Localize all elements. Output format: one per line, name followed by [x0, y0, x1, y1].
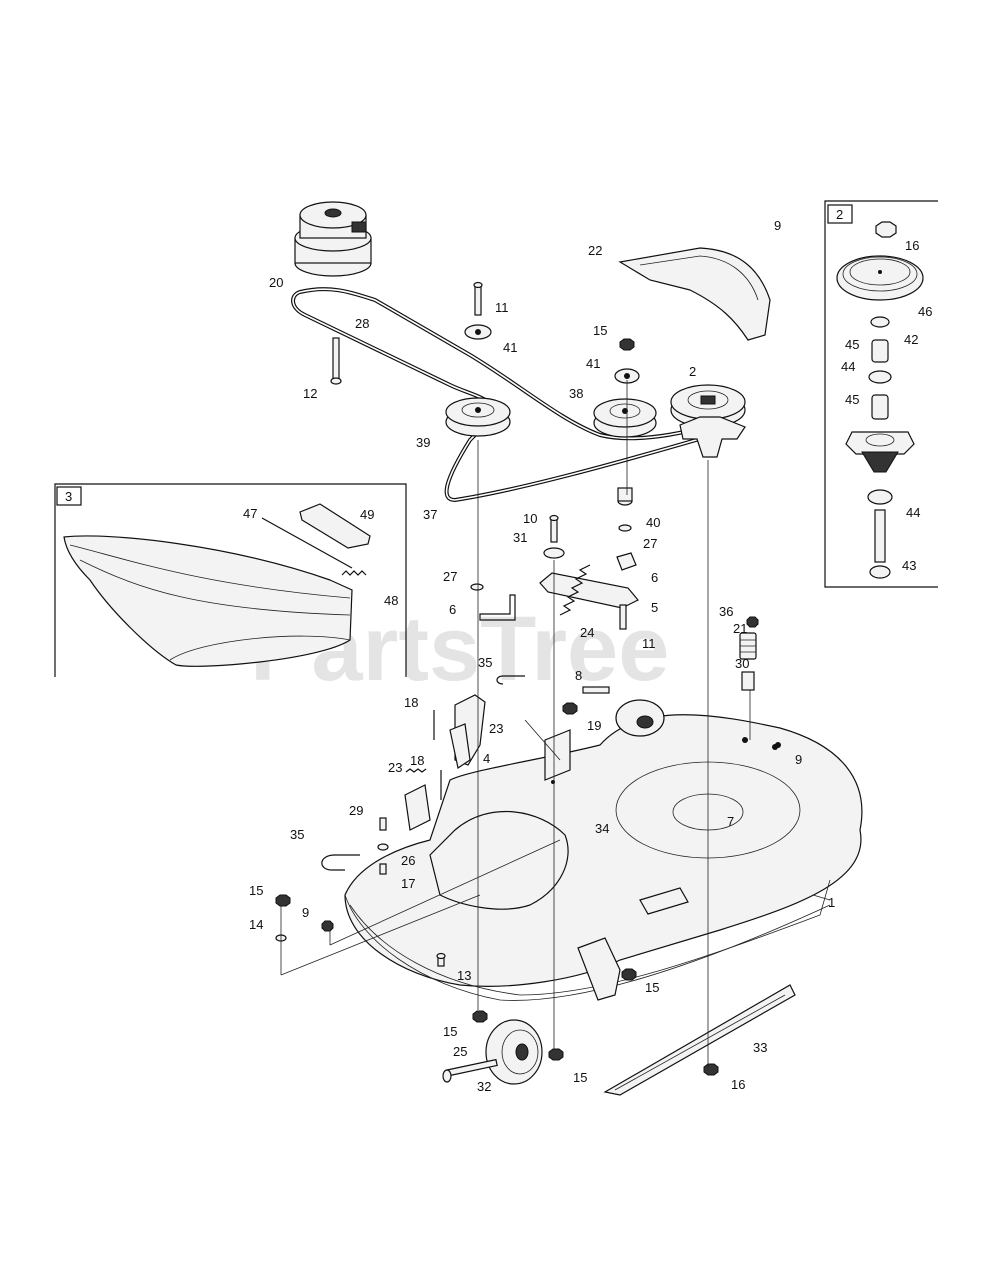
- callout-33: 33: [753, 1040, 767, 1055]
- callout-49: 49: [360, 507, 374, 522]
- callout-11-top: 11: [495, 300, 509, 315]
- callout-29: 29: [349, 803, 363, 818]
- callout-39: 39: [416, 435, 430, 450]
- callout-47: 47: [243, 506, 257, 521]
- callout-9-top: 9: [774, 218, 781, 233]
- callout-27-right: 27: [643, 536, 657, 551]
- callout-43: 43: [902, 558, 916, 573]
- callout-44-lower: 44: [906, 505, 920, 520]
- callout-2: 2: [689, 364, 696, 379]
- callout-20: 20: [269, 275, 283, 290]
- callout-10: 10: [523, 511, 537, 526]
- callout-4: 4: [483, 751, 490, 766]
- callout-35-lower: 35: [290, 827, 304, 842]
- callout-45-upper: 45: [845, 337, 859, 352]
- callout-19: 19: [587, 718, 601, 733]
- callout-48: 48: [384, 593, 398, 608]
- callout-46: 46: [918, 304, 932, 319]
- callout-9-right: 9: [795, 752, 802, 767]
- callout-6-left: 6: [449, 602, 456, 617]
- callout-6-right: 6: [651, 570, 658, 585]
- callout-1: 1: [828, 895, 835, 910]
- callout-17: 17: [401, 876, 415, 891]
- callout-13: 13: [457, 968, 471, 983]
- callout-14: 14: [249, 917, 263, 932]
- callout-36: 36: [719, 604, 733, 619]
- callout-34: 34: [595, 821, 609, 836]
- callout-18-upper: 18: [404, 695, 418, 710]
- callout-22: 22: [588, 243, 602, 258]
- callout-31: 31: [513, 530, 527, 545]
- inset-3-mulch-kit: 3: [54, 483, 407, 677]
- inset-2-label: 2: [836, 207, 843, 222]
- callout-41-left: 41: [503, 340, 517, 355]
- callout-numbers: 1 2 4 5 6 6 7 8 9 9 9 10 11 11 12 13 14 …: [243, 218, 932, 1094]
- callout-27-left: 27: [443, 569, 457, 584]
- callout-30: 30: [735, 656, 749, 671]
- callout-15-bottom: 15: [573, 1070, 587, 1085]
- callout-16-inset: 16: [905, 238, 919, 253]
- inset-3-label: 3: [65, 489, 72, 504]
- deck-hardware-bottom: [442, 937, 796, 1096]
- callout-32: 32: [477, 1079, 491, 1094]
- callout-26: 26: [401, 853, 415, 868]
- callout-15-top: 15: [593, 323, 607, 338]
- callout-12: 12: [303, 386, 317, 401]
- callout-37: 37: [423, 507, 437, 522]
- leader-lines: [280, 380, 831, 1068]
- callout-44-upper: 44: [841, 359, 855, 374]
- callout-11-lower: 11: [642, 636, 656, 651]
- callout-8: 8: [575, 668, 582, 683]
- callout-45-lower: 45: [845, 392, 859, 407]
- callout-38: 38: [569, 386, 583, 401]
- callout-16-blade: 16: [731, 1077, 745, 1092]
- idler-arm-assembly: [470, 487, 639, 715]
- inset-2-spindle: 2: [824, 200, 938, 588]
- callout-41-right: 41: [586, 356, 600, 371]
- callout-24: 24: [580, 625, 594, 640]
- callout-15-bottom-left: 15: [443, 1024, 457, 1039]
- callout-5: 5: [651, 600, 658, 615]
- callout-35-upper: 35: [478, 655, 492, 670]
- callout-23-upper: 23: [489, 721, 503, 736]
- callout-25: 25: [453, 1044, 467, 1059]
- callout-15-right: 15: [645, 980, 659, 995]
- mower-deck: [344, 699, 863, 1001]
- drive-assembly: [291, 201, 771, 503]
- callout-42: 42: [904, 332, 918, 347]
- callout-40: 40: [646, 515, 660, 530]
- callout-7: 7: [727, 814, 734, 829]
- deck-hardware-left: [275, 694, 486, 967]
- callout-18-lower: 18: [410, 753, 424, 768]
- callout-21: 21: [733, 621, 747, 636]
- callout-28: 28: [355, 316, 369, 331]
- spindle-stack: [739, 616, 781, 748]
- callout-9-left: 9: [302, 905, 309, 920]
- callout-15-left: 15: [249, 883, 263, 898]
- callout-23-lower: 23: [388, 760, 402, 775]
